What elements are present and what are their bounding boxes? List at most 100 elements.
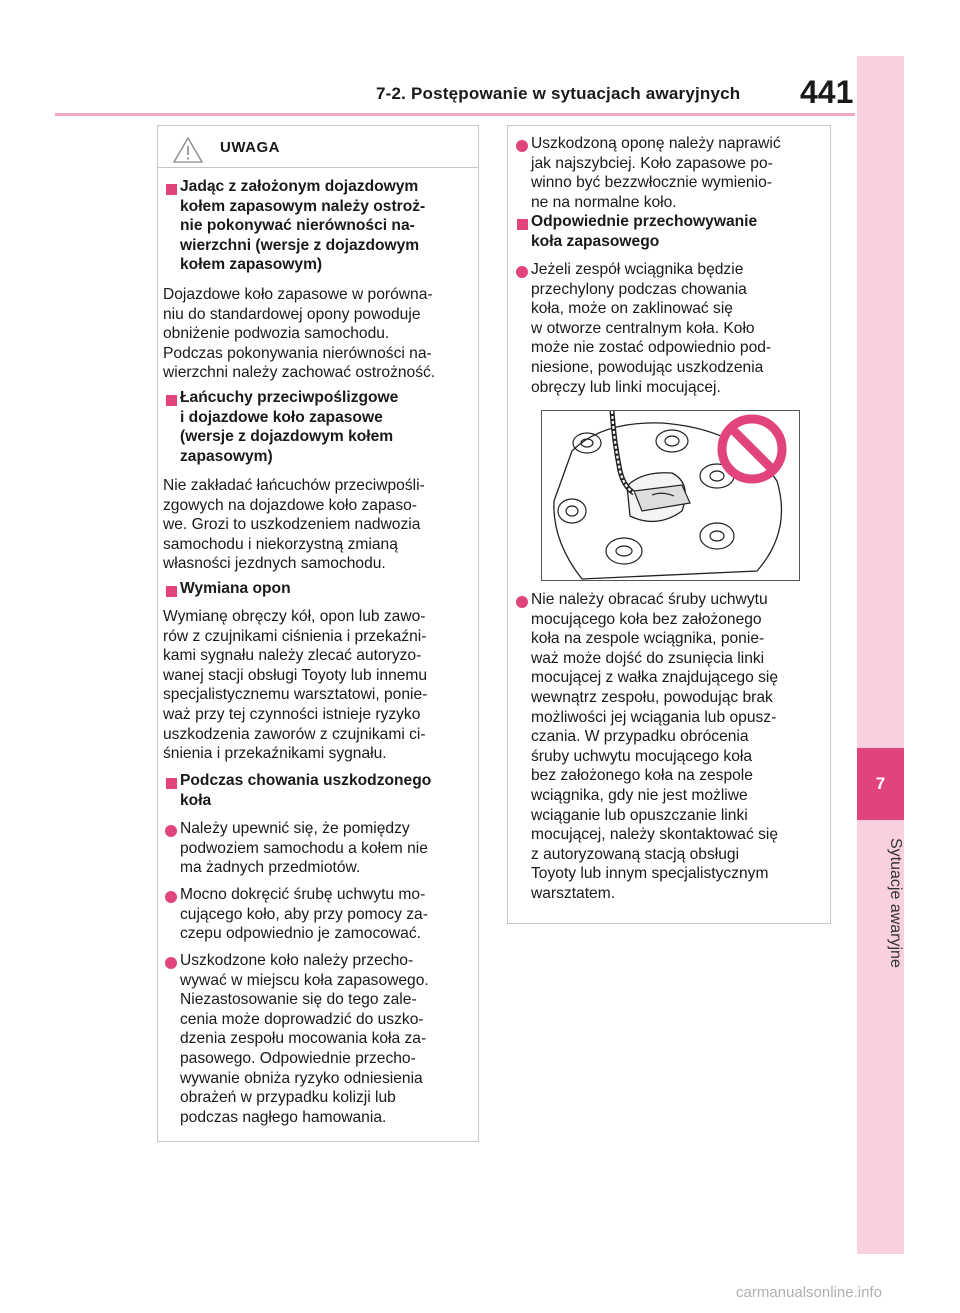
text-line: Mocno dokręcić śrubę uchwytu mo- xyxy=(180,886,426,903)
heading-marker xyxy=(166,395,177,406)
heading-stowing-damaged-wheel: Podczas chowania uszkodzonego koła xyxy=(180,771,475,810)
text-line: waż przy tej czynności istnieje ryzyko xyxy=(163,705,421,723)
text-line: Uszkodzoną oponę należy naprawić xyxy=(531,135,781,152)
text-line: czania. W przypadku obrócenia xyxy=(531,728,749,746)
text-line: podczas nagłego hamowania. xyxy=(180,1108,387,1126)
warning-header xyxy=(157,126,479,168)
text-line: koła, może on zaklinować się xyxy=(531,300,733,318)
text-line: wciągnika, gdy nie jest możliwe xyxy=(531,786,748,804)
text-line: wewnątrz zespołu, powodując brak xyxy=(531,688,773,706)
chapter-label: Sytuacje awaryjne xyxy=(858,838,904,998)
text-line: dzenia zespołu mocowania koła za- xyxy=(180,1030,427,1048)
text-line: czepu odpowiednio je zamocować. xyxy=(180,925,421,943)
left-warning-box xyxy=(157,125,479,1142)
bullet-dot xyxy=(165,891,177,903)
text-line: Wymianę obręczy kół, opon lub zawo- xyxy=(163,608,426,625)
heading-marker xyxy=(166,184,177,195)
text-line: może nie zostać odpowiednio pod- xyxy=(531,339,772,357)
bullet-store-damaged-wheel: Uszkodzone koło należy przecho- wywać w … xyxy=(180,951,475,1127)
text-line: Należy upewnić się, że pomiędzy xyxy=(180,820,410,837)
wheel-hoist-illustration xyxy=(541,410,800,581)
text-line: śruby uchwytu mocującego koła xyxy=(531,747,753,765)
chapter-side-tab xyxy=(857,56,904,1254)
bullet-dot xyxy=(165,957,177,969)
bullet-tighten-bolt: Mocno dokręcić śrubę uchwytu mo- cująceg… xyxy=(180,885,475,944)
text-line: obniżenie podwozia samochodu. xyxy=(163,325,390,343)
heading-line: kołem zapasowym) xyxy=(180,256,323,274)
bullet-hoist-tilted: Jeżeli zespół wciągnika będzie przechylo… xyxy=(531,260,827,397)
heading-line: i dojazdowe koło zapasowe xyxy=(180,408,383,426)
text-line: możliwości jej wciągania lub opusz- xyxy=(531,708,777,726)
heading-line: Wymiana opon xyxy=(180,580,291,597)
heading-line: wierzchni (wersje z dojazdowym xyxy=(180,236,420,254)
text-line: Nie należy obracać śruby uchwytu xyxy=(531,591,768,608)
text-line: Toyoty lub innym specjalistycznym xyxy=(531,865,769,883)
text-line: w otworze centralnym koła. Koło xyxy=(531,319,755,337)
heading-tyre-replacement: Wymiana opon xyxy=(180,579,475,599)
text-line: obrażeń w przypadku kolizji lub xyxy=(180,1089,396,1107)
text-line: wierzchni należy zachować ostrożność. xyxy=(163,364,436,382)
heading-spare-wheel-driving: Jadąc z założonym dojazdowym kołem zapas… xyxy=(180,177,475,275)
text-line: cującego koło, aby przy pomocy za- xyxy=(180,905,428,923)
text-line: Dojazdowe koło zapasowe w porówna- xyxy=(163,286,433,303)
bullet-do-not-turn-bolt: Nie należy obracać śruby uchwytu mocując… xyxy=(531,590,827,904)
text-line: cenia może doprowadzić do uszko- xyxy=(180,1010,424,1028)
text-line: ma żadnych przedmiotów. xyxy=(180,859,361,877)
heading-line: Łańcuchy przeciwpoślizgowe xyxy=(180,389,399,406)
text-line: jak najszybciej. Koło zapasowe po- xyxy=(531,154,773,172)
text-line: bez założonego koła na zespole xyxy=(531,767,753,785)
paragraph-spare-wheel: Dojazdowe koło zapasowe w porówna- niu d… xyxy=(163,285,477,383)
text-line: podwoziem samochodu a kołem nie xyxy=(180,839,428,857)
bullet-repair-tyre: Uszkodzoną oponę należy naprawić jak naj… xyxy=(531,134,827,212)
heading-proper-storage: Odpowiednie przechowywanie koła zapasowe… xyxy=(531,212,827,251)
chapter-number: 7 xyxy=(857,748,904,820)
heading-line: Odpowiednie przechowywanie xyxy=(531,213,758,230)
text-line: zgowych na dojazdowe koło zapaso- xyxy=(163,496,417,514)
text-line: winno być bezzwłocznie wymienio- xyxy=(531,174,772,192)
text-line: ne na normalne koło. xyxy=(531,193,677,211)
text-line: specjalistycznemu warsztatowi, ponie- xyxy=(163,686,428,704)
text-line: kami sygnału należy zlecać autoryzo- xyxy=(163,647,422,665)
text-line: waż może dojść do zsunięcia linki xyxy=(531,649,765,667)
heading-marker xyxy=(517,219,528,230)
text-line: wanej stacji obsługi Toyoty lub innemu xyxy=(163,666,428,684)
text-line: własności jezdnych samochodu. xyxy=(163,555,386,573)
warning-triangle-icon xyxy=(173,137,203,163)
text-line: mocującej z wałka znajdującego się xyxy=(531,669,779,687)
text-line: Niezastosowanie się do tego zale- xyxy=(180,991,417,1009)
wheel-hoist-icon xyxy=(553,411,787,580)
text-line: Jeżeli zespół wciągnika będzie xyxy=(531,261,744,278)
heading-line: Podczas chowania uszkodzonego xyxy=(180,772,432,789)
header-rule xyxy=(55,113,855,116)
bullet-dot xyxy=(516,140,528,152)
text-line: z autoryzowaną stacją obsługi xyxy=(531,845,740,863)
text-line: we. Grozi to uszkodzeniem nadwozia xyxy=(163,516,421,534)
text-line: Nie zakładać łańcuchów przeciwpośli- xyxy=(163,477,425,494)
text-line: wywać w miejscu koła zapasowego. xyxy=(180,971,429,989)
bullet-no-objects: Należy upewnić się, że pomiędzy podwozie… xyxy=(180,819,475,878)
text-line: samochodu i niekorzystną zmianą xyxy=(163,535,398,553)
heading-line: koła zapasowego xyxy=(531,232,660,250)
section-title: 7-2. Postępowanie w sytuacjach awaryjnyc… xyxy=(376,84,741,103)
heading-line: Jadąc z założonym dojazdowym xyxy=(180,178,419,195)
text-line: uszkodzenia zaworów z czujnikami ci- xyxy=(163,725,426,743)
text-line: wciąganie lub opuszczanie linki xyxy=(531,806,748,824)
heading-line: kołem zapasowym należy ostroż- xyxy=(180,197,426,215)
bullet-dot xyxy=(165,825,177,837)
text-line: Podczas pokonywania nierówności na- xyxy=(163,344,432,362)
heading-line: (wersje z dojazdowym kołem xyxy=(180,428,394,446)
text-line: niu do standardowej opony powoduje xyxy=(163,305,421,323)
text-line: przechylony podczas chowania xyxy=(531,280,747,298)
heading-line: zapasowym) xyxy=(180,447,273,465)
bullet-dot xyxy=(516,266,528,278)
watermark: carmanualsonline.info xyxy=(736,1284,882,1301)
text-line: obręczy lub linki mocującej. xyxy=(531,378,721,396)
paragraph-tyre-replacement: Wymianę obręczy kół, opon lub zawo- rów … xyxy=(163,607,477,764)
page-number: 441 xyxy=(800,74,854,110)
text-line: rów z czujnikami ciśnienia i przekaźni- xyxy=(163,627,427,645)
heading-snow-chains: Łańcuchy przeciwpoślizgowe i dojazdowe k… xyxy=(180,388,475,466)
text-line: śnienia i przekaźnikami sygnału. xyxy=(163,745,387,763)
bullet-dot xyxy=(516,596,528,608)
chapter-label-text: Sytuacje awaryjne xyxy=(887,838,904,968)
text-line: Uszkodzone koło należy przecho- xyxy=(180,952,414,969)
